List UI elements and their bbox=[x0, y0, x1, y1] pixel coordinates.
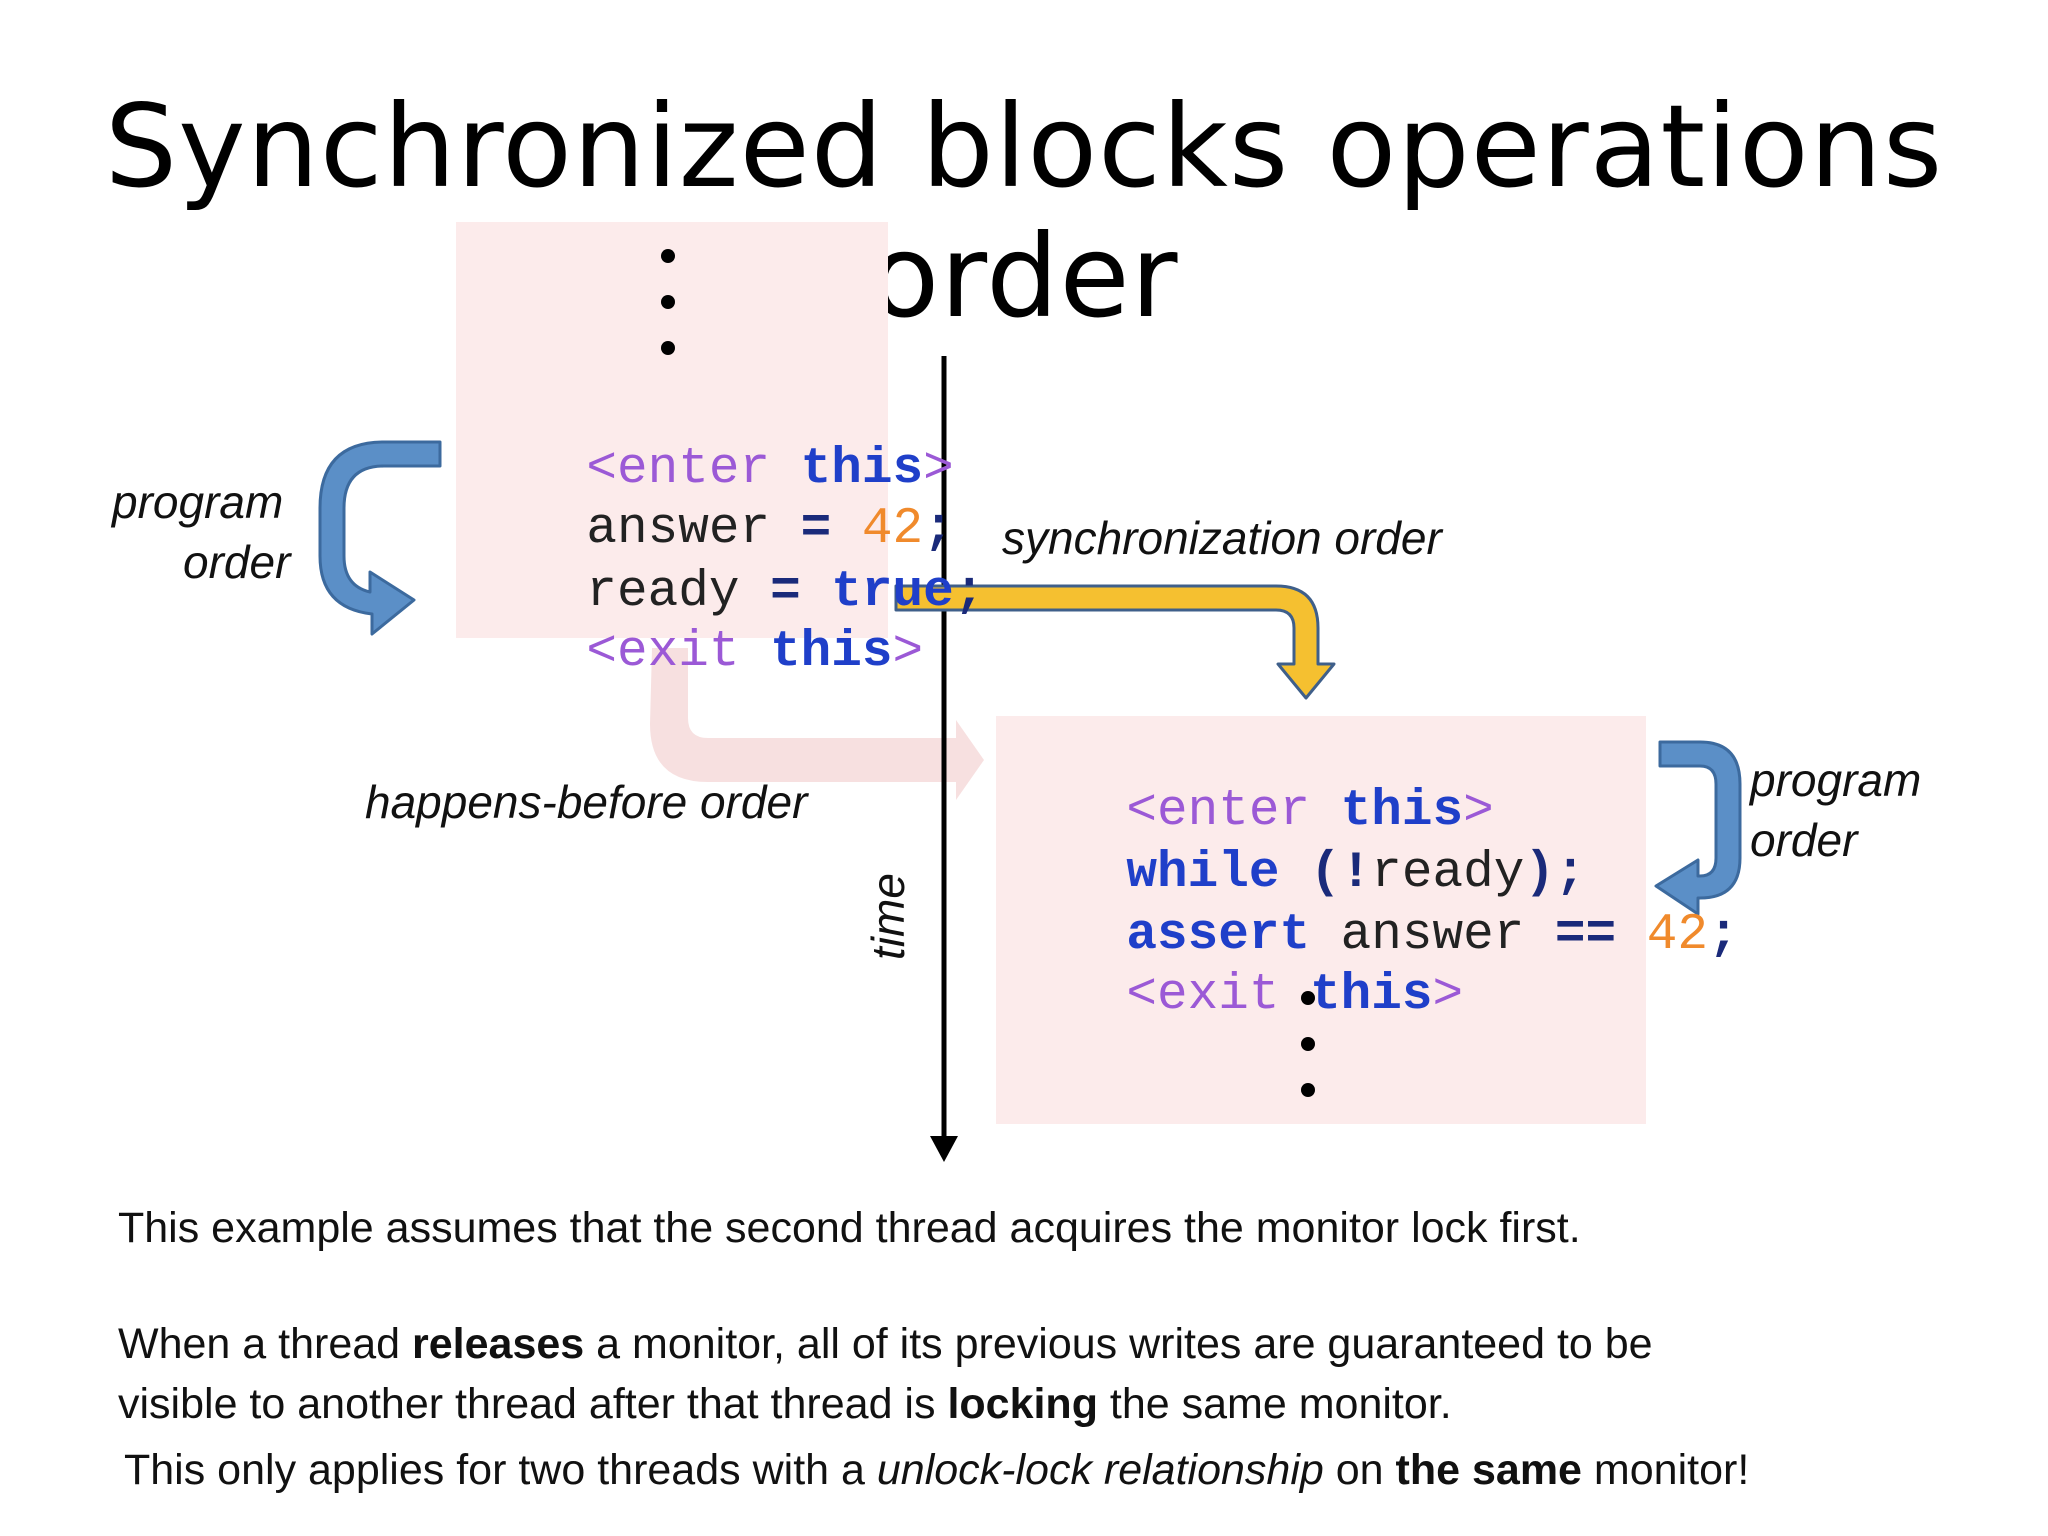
semicolon: ; bbox=[1554, 845, 1586, 902]
bold-text: releases bbox=[412, 1320, 585, 1368]
space bbox=[1616, 907, 1647, 964]
italic-text: unlock-lock relationship bbox=[876, 1446, 1324, 1494]
thread2-code-box bbox=[996, 716, 1646, 1124]
note-unlock-lock: This only applies for two threads with a… bbox=[124, 1440, 1749, 1500]
program-order-label-right-1: program bbox=[1750, 754, 1922, 806]
happens-before-label: happens-before order bbox=[365, 776, 808, 828]
identifier: answer bbox=[1310, 907, 1555, 964]
ellipsis-dot bbox=[661, 249, 675, 263]
sync-order-arrow bbox=[894, 584, 1336, 700]
tag-text: > bbox=[1463, 783, 1494, 840]
sync-order-label: synchronization order bbox=[1002, 512, 1442, 564]
program-order-label-left-2: order bbox=[183, 536, 291, 588]
tag-text: <enter bbox=[1126, 783, 1341, 840]
ellipsis-dot bbox=[661, 341, 675, 355]
text-run: a monitor, all of its previous writes ar… bbox=[584, 1320, 1653, 1368]
keyword: true bbox=[831, 564, 954, 621]
ellipsis-dot bbox=[1301, 1037, 1315, 1051]
identifier: ready bbox=[586, 564, 771, 621]
bold-text: locking bbox=[947, 1380, 1098, 1428]
note-release-line1: When a thread releases a monitor, all of… bbox=[118, 1314, 1653, 1374]
thread2-line-while: while (!ready); bbox=[1004, 784, 1586, 964]
note-second-thread-first: This example assumes that the second thr… bbox=[118, 1204, 1581, 1252]
thread1-line-enter: <enter this> bbox=[464, 380, 954, 560]
tag-text: > bbox=[892, 624, 924, 681]
text-run: This only applies for two threads with a bbox=[124, 1446, 877, 1494]
tag-text: <enter bbox=[586, 441, 801, 498]
paren: ( bbox=[1279, 845, 1341, 902]
ellipsis-dot bbox=[1301, 991, 1315, 1005]
paren: ) bbox=[1524, 845, 1555, 902]
operator: = bbox=[800, 501, 832, 558]
text-run: the same monitor. bbox=[1097, 1380, 1452, 1428]
thread1-line-ready: ready = true; bbox=[464, 503, 984, 683]
identifier: answer bbox=[586, 501, 801, 558]
thread2-line-enter: <enter this> bbox=[1004, 722, 1494, 902]
text-run: on bbox=[1323, 1446, 1396, 1494]
program-order-arrow-right bbox=[1654, 740, 1742, 916]
time-label: time bbox=[862, 873, 914, 960]
semicolon: ; bbox=[1707, 907, 1739, 964]
thread1-line-answer: answer = 42; bbox=[464, 440, 954, 620]
thread2-line-exit: <exit this> bbox=[1004, 906, 1463, 1086]
happens-before-arrow bbox=[650, 648, 984, 800]
identifier: ready bbox=[1371, 845, 1525, 902]
ellipsis-dot bbox=[661, 295, 675, 309]
keyword: this bbox=[800, 441, 924, 498]
bold-text: the same bbox=[1395, 1446, 1582, 1494]
tag-text: <exit bbox=[586, 624, 771, 681]
tag-text: <exit bbox=[1126, 967, 1311, 1024]
keyword: while bbox=[1126, 845, 1280, 902]
slide-title: Synchronized blocks operations order bbox=[104, 80, 1944, 343]
note-release-line2: visible to another thread after that thr… bbox=[118, 1374, 1452, 1434]
keyword: assert bbox=[1126, 907, 1311, 964]
program-order-label-right-2: order bbox=[1750, 814, 1858, 866]
number: 42 bbox=[861, 501, 924, 558]
thread1-line-exit: <exit this> bbox=[464, 563, 923, 743]
program-order-arrow-left bbox=[318, 440, 442, 636]
time-axis-arrowhead bbox=[930, 1136, 958, 1162]
semicolon: ; bbox=[953, 564, 985, 621]
program-order-label-left-1: program bbox=[112, 476, 284, 528]
operator: ! bbox=[1340, 845, 1372, 902]
thread1-code-box bbox=[456, 222, 888, 638]
text-run: monitor! bbox=[1581, 1446, 1750, 1494]
operator: = bbox=[770, 564, 801, 621]
operator: == bbox=[1554, 907, 1617, 964]
text-run: visible to another thread after that thr… bbox=[118, 1380, 948, 1428]
keyword: this bbox=[1310, 967, 1433, 1024]
ellipsis-dot bbox=[1301, 1083, 1315, 1097]
thread2-line-assert: assert answer == 42; bbox=[1004, 846, 1739, 1026]
semicolon: ; bbox=[923, 501, 954, 558]
tag-text: > bbox=[1432, 967, 1464, 1024]
tag-text: > bbox=[923, 441, 954, 498]
keyword: this bbox=[770, 624, 893, 681]
keyword: this bbox=[1340, 783, 1464, 840]
text-run: When a thread bbox=[118, 1320, 413, 1368]
number: 42 bbox=[1646, 907, 1708, 964]
